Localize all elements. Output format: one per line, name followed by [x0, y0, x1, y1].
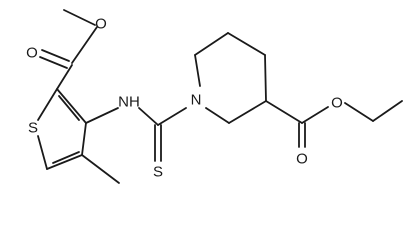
atom-o-carbonyl-left: O: [26, 45, 38, 62]
bond-c5-c4: [46, 154, 83, 170]
bond-n-c2: [194, 54, 201, 87]
atom-o-ester-right: O: [331, 95, 343, 112]
bond-methyl-o: [63, 9, 96, 26]
bond-o-carbonyl-c: [71, 26, 98, 64]
bond-carbonyl-double-b: [41, 49, 70, 62]
bond-c4-c3: [81, 122, 87, 156]
bond-o-ethyl-ch2: [344, 102, 374, 122]
atom-o-ester-left: O: [95, 16, 107, 33]
atom-s-thiophene: S: [28, 120, 38, 137]
bond-c3-c2: [56, 88, 87, 124]
bond-c3-nh: [85, 107, 119, 124]
bond-c3-c4: [227, 32, 266, 56]
bond-c6-n: [205, 107, 230, 124]
bond-c2-c3: [194, 32, 229, 56]
bond-c3-c2-double: [58, 95, 80, 121]
bond-skeleton: [37, 9, 403, 184]
bond-nh-cs: [138, 107, 159, 126]
bond-c2-s: [37, 88, 58, 121]
atom-s-thione: S: [153, 164, 163, 181]
bond-ethyl-ch3: [372, 100, 403, 122]
bond-c4-methyl: [81, 154, 120, 184]
bond-ester-to-ring: [56, 64, 73, 90]
atom-o-carbonyl-right: O: [296, 151, 308, 168]
bond-ring-carbonyl-c: [265, 100, 303, 124]
atom-labels: O O S NH N S O O: [26, 16, 343, 181]
bond-c5-c4-double: [52, 151, 80, 164]
bond-cs-n: [157, 107, 187, 126]
molecule-diagram: O O S NH N S O O: [26, 9, 403, 184]
atom-nh: NH: [118, 94, 140, 111]
bond-carbonyl-double-a: [39, 56, 68, 69]
bond-c4-c5: [264, 54, 267, 102]
atom-n-piperidine: N: [191, 92, 202, 109]
bond-s-c5: [37, 135, 48, 170]
bond-carbonyl-o-right: [301, 106, 329, 124]
bond-c5-c6: [228, 100, 267, 124]
